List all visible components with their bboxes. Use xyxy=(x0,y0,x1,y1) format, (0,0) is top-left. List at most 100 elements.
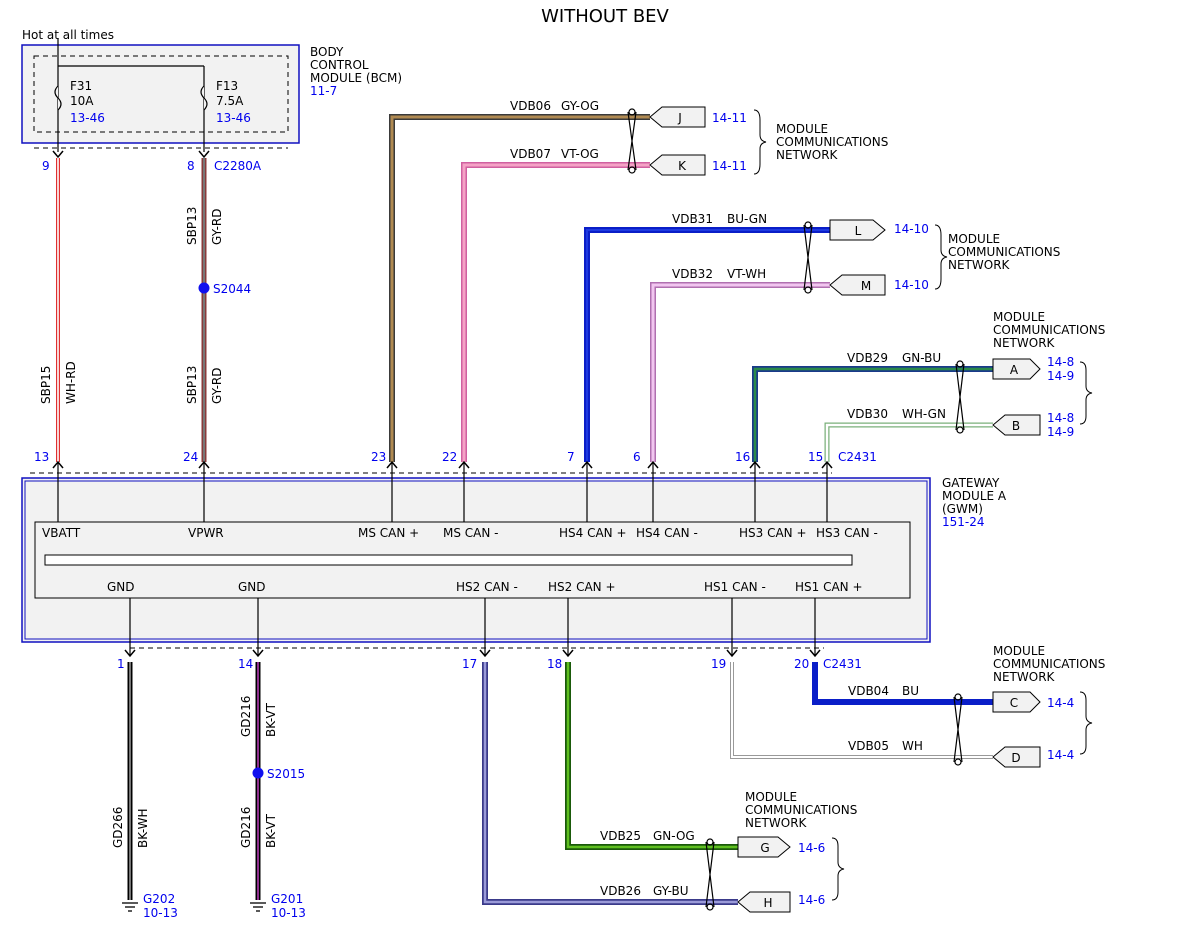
sbp13-bottom-circuit: SBP13 xyxy=(185,366,199,404)
twisted-pair-ab-icon xyxy=(955,360,965,434)
gwm-pin-13: 13 xyxy=(34,450,49,464)
signal-hs4-can-plus: HS4 CAN + xyxy=(559,526,627,540)
bcm-pin-9: 9 xyxy=(42,159,50,173)
svg-text:MODULE: MODULE xyxy=(745,790,797,804)
wire-vdb07[interactable] xyxy=(461,162,650,462)
signal-hs4-can-minus: HS4 CAN - xyxy=(636,526,698,540)
vdb32-color: VT-WH xyxy=(727,267,766,281)
gwm-pin-16: 16 xyxy=(735,450,750,464)
connector-a-letter: A xyxy=(1010,363,1019,377)
ground-g201-ref[interactable]: 10-13 xyxy=(271,906,306,920)
wire-vdb25[interactable] xyxy=(565,662,738,850)
ground-g202[interactable]: G202 xyxy=(143,892,175,906)
signal-hs2-can-plus: HS2 CAN + xyxy=(548,580,616,594)
connector-m-ref[interactable]: 14-10 xyxy=(894,278,929,292)
connector-c2431-bottom[interactable]: C2431 xyxy=(823,657,862,671)
svg-text:MODULE: MODULE xyxy=(948,232,1000,246)
connector-d-letter: D xyxy=(1011,751,1020,765)
wire-vdb30[interactable] xyxy=(824,422,993,462)
connector-g-ref[interactable]: 14-6 xyxy=(798,841,825,855)
svg-text:NETWORK: NETWORK xyxy=(776,148,839,162)
vdb26-circuit: VDB26 xyxy=(600,884,641,898)
bcm-label-3: MODULE (BCM) xyxy=(310,71,402,85)
twisted-pair-cd-icon xyxy=(953,693,963,766)
wire-vdb31[interactable] xyxy=(584,227,830,462)
wire-vdb06[interactable] xyxy=(389,114,650,462)
bcm-label-1: BODY xyxy=(310,45,344,59)
connector-a-ref2[interactable]: 14-9 xyxy=(1047,369,1074,383)
connector-b-ref[interactable]: 14-8 xyxy=(1047,411,1074,425)
svg-text:NETWORK: NETWORK xyxy=(993,670,1056,684)
signal-hs3-can-minus: HS3 CAN - xyxy=(816,526,878,540)
connector-l-letter: L xyxy=(855,224,862,238)
connector-j[interactable]: J xyxy=(649,106,706,128)
gwm-pin-18: 18 xyxy=(547,657,562,671)
vdb30-color: WH-GN xyxy=(902,407,946,421)
svg-text:COMMUNICATIONS: COMMUNICATIONS xyxy=(776,135,888,149)
fuse-f13-name: F13 xyxy=(216,79,238,93)
connector-j-letter: J xyxy=(677,111,682,125)
connector-c2431-top[interactable]: C2431 xyxy=(838,450,877,464)
gd266-color: BK-WH xyxy=(136,808,150,848)
network-label-jk: MODULE COMMUNICATIONS NETWORK xyxy=(776,122,888,162)
connector-d[interactable]: D xyxy=(992,746,1041,768)
signal-hs2-can-minus: HS2 CAN - xyxy=(456,580,518,594)
connector-j-ref[interactable]: 14-11 xyxy=(712,111,747,125)
connector-g[interactable]: G xyxy=(737,836,791,858)
signal-hs1-can-plus: HS1 CAN + xyxy=(795,580,863,594)
gwm-ref[interactable]: 151-24 xyxy=(942,515,985,529)
ground-g201[interactable]: G201 xyxy=(271,892,303,906)
connector-b[interactable]: B xyxy=(992,414,1041,436)
connector-a[interactable]: A xyxy=(992,358,1041,380)
wire-vdb04[interactable] xyxy=(812,662,993,705)
splice-s2044-label: S2044 xyxy=(213,282,251,296)
connector-h[interactable]: H xyxy=(737,891,791,913)
gwm-pin-19: 19 xyxy=(711,657,726,671)
wire-vdb26[interactable] xyxy=(482,662,738,905)
vdb26-color: GY-BU xyxy=(653,884,689,898)
splice-s2044[interactable] xyxy=(198,282,210,294)
gd216-top-circuit: GD216 xyxy=(239,696,253,737)
connector-l[interactable]: L xyxy=(829,219,886,241)
ground-g202-ref[interactable]: 10-13 xyxy=(143,906,178,920)
fuse-f31-ref[interactable]: 13-46 xyxy=(70,111,105,125)
gwm-top-pin-arrows xyxy=(52,460,833,469)
gwm-pin-22: 22 xyxy=(442,450,457,464)
bcm-module: F31 10A 13-46 F13 7.5A 13-46 xyxy=(21,38,300,152)
connector-h-ref[interactable]: 14-6 xyxy=(798,893,825,907)
connector-d-ref[interactable]: 14-4 xyxy=(1047,748,1074,762)
network-label-cd: MODULE COMMUNICATIONS NETWORK xyxy=(993,644,1105,684)
gwm-pin-14: 14 xyxy=(238,657,253,671)
svg-text:MODULE: MODULE xyxy=(776,122,828,136)
vdb06-color: GY-OG xyxy=(561,99,599,113)
connector-k[interactable]: K xyxy=(649,154,706,176)
connector-m[interactable]: M xyxy=(829,274,886,296)
signal-gnd-1: GND xyxy=(107,580,135,594)
vdb05-circuit: VDB05 xyxy=(848,739,889,753)
wire-vdb29[interactable] xyxy=(752,366,993,462)
vdb06-circuit: VDB06 xyxy=(510,99,551,113)
connector-a-ref[interactable]: 14-8 xyxy=(1047,355,1074,369)
connector-c[interactable]: C xyxy=(992,691,1041,713)
brace-cd xyxy=(1079,691,1093,755)
hot-at-all-times-label: Hot at all times xyxy=(22,28,114,42)
connector-m-letter: M xyxy=(861,279,871,293)
connector-l-ref[interactable]: 14-10 xyxy=(894,222,929,236)
connector-k-ref[interactable]: 14-11 xyxy=(712,159,747,173)
fuse-f31-name: F31 xyxy=(70,79,92,93)
fuse-f13-ref[interactable]: 13-46 xyxy=(216,111,251,125)
splice-s2015[interactable] xyxy=(252,767,264,779)
bcm-ref[interactable]: 11-7 xyxy=(310,84,337,98)
connector-c2280a[interactable]: C2280A xyxy=(214,159,262,173)
wire-vdb05[interactable] xyxy=(730,662,993,759)
fuse-f31-icon xyxy=(54,85,62,111)
gwm-pin-17: 17 xyxy=(462,657,477,671)
connector-b-ref2[interactable]: 14-9 xyxy=(1047,425,1074,439)
fuse-f31-rating: 10A xyxy=(70,94,94,108)
svg-text:NETWORK: NETWORK xyxy=(993,336,1056,350)
connector-c-ref[interactable]: 14-4 xyxy=(1047,696,1074,710)
wire-vdb32[interactable] xyxy=(650,282,830,462)
connector-h-letter: H xyxy=(763,896,772,910)
svg-text:NETWORK: NETWORK xyxy=(948,258,1011,272)
network-label-lm: MODULE COMMUNICATIONS NETWORK xyxy=(948,232,1060,272)
